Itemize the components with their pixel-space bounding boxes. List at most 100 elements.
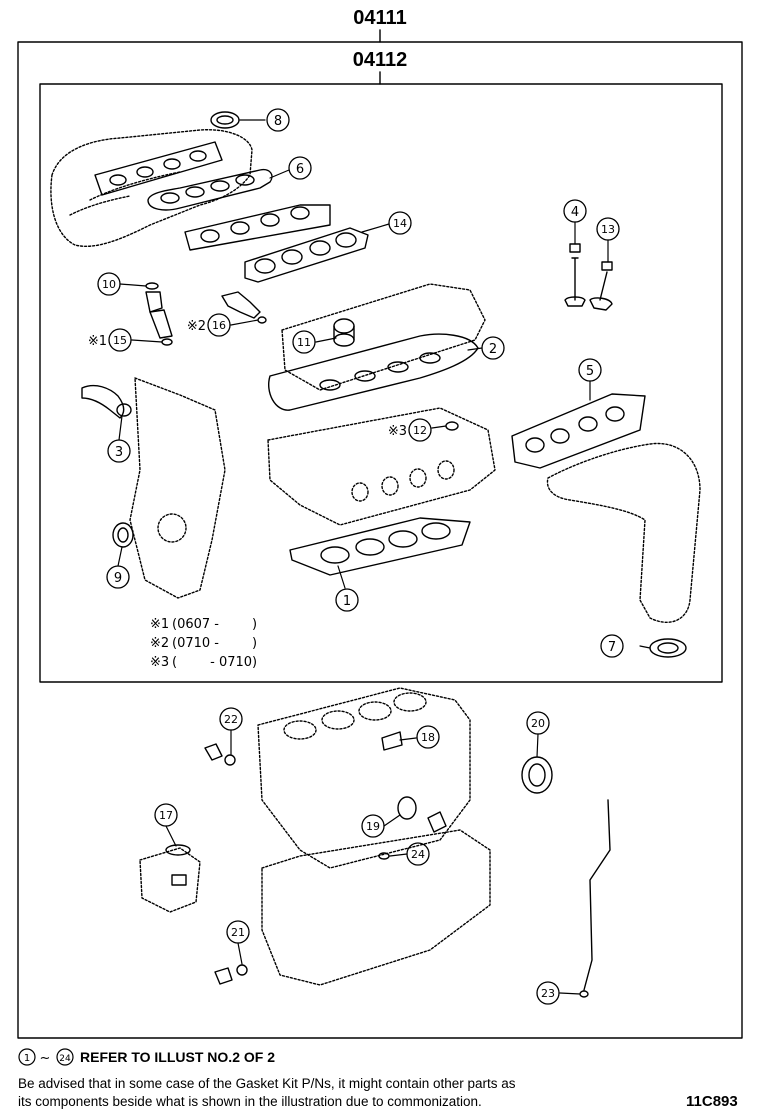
exhaust-valve-drawing [589, 261, 613, 311]
callout-10: 10 [102, 278, 116, 291]
callout-circle-15 [108, 328, 132, 352]
mark-callout-15: ※1 [88, 334, 107, 349]
knock-sensor-drawing [381, 731, 403, 751]
block-plug-22-drawing [204, 743, 236, 766]
callout-1: 1 [343, 594, 351, 609]
legend-text-3: ( - 0710) [172, 655, 257, 670]
callout-21: 21 [231, 926, 245, 939]
oil-level-gauge-drawing [579, 799, 611, 998]
callout-circle-19 [361, 814, 385, 838]
callout-circle-6 [288, 156, 312, 180]
drain-plug-drawing [214, 964, 248, 985]
callout-11: 11 [297, 336, 311, 349]
callout-circle-22 [219, 707, 243, 731]
legend-text-1: (0607 - ) [172, 617, 257, 632]
timing-chain-cover-drawing [129, 377, 226, 599]
intake-lower-flange-drawing [184, 204, 331, 251]
callout-circle-20 [526, 711, 550, 735]
callout-3: 3 [115, 445, 123, 460]
intake-manifold-drawing [50, 129, 253, 247]
callout-8: 8 [274, 114, 282, 129]
cylinder-head-gasket-drawing [289, 517, 471, 576]
callout-6: 6 [296, 162, 304, 177]
mark-callout-16: ※2 [187, 319, 206, 334]
callout-circle-14 [388, 211, 412, 235]
callout-circle-4 [563, 199, 587, 223]
oil-filter-union-drawing [427, 811, 447, 833]
pcv-valve-drawing [221, 291, 267, 324]
callout-7: 7 [608, 640, 616, 655]
callout-circle-24 [406, 842, 430, 866]
callout-16: 16 [212, 319, 226, 332]
surge-tank-gasket-drawing [210, 111, 240, 129]
cylinder-head-plug-drawing [445, 421, 459, 431]
callout-circle-7 [600, 634, 624, 658]
legend-mark-2: ※2 [150, 636, 169, 651]
callout-circle-10 [97, 272, 121, 296]
callout-15: 15 [113, 334, 127, 347]
oil-filler-cap-drawing [333, 318, 355, 347]
callout-circle-11 [292, 330, 316, 354]
callout-14: 14 [393, 217, 407, 230]
intake-manifold-gasket-drawing [147, 168, 273, 211]
illustration-code: 11C893 [686, 1093, 738, 1110]
intake-gasket-14-drawing [244, 227, 369, 283]
footer-range-start: 1 [24, 1053, 30, 1064]
intake-valve-drawing [564, 243, 586, 307]
callout-circle-17 [154, 803, 178, 827]
footer-range-start-circle [18, 1048, 36, 1066]
head-cover-gasket-drawing [268, 333, 479, 411]
legend-mark-1: ※1 [150, 617, 169, 632]
footer-range-end: 24 [59, 1054, 71, 1064]
callout-circle-1 [335, 588, 359, 612]
callout-22: 22 [224, 713, 238, 726]
callout-circle-2 [481, 336, 505, 360]
callout-circle-8 [266, 108, 290, 132]
timing-cover-gasket-drawing [81, 384, 132, 419]
legend-mark-3: ※3 [150, 655, 169, 670]
callout-17: 17 [159, 809, 173, 822]
callout-circle-5 [578, 358, 602, 382]
callout-9: 9 [114, 571, 122, 586]
inner-kit-frame [39, 83, 723, 683]
water-pump-gasket-drawing [165, 844, 191, 886]
callout-19: 19 [366, 820, 380, 833]
footer-range-end-circle [56, 1048, 74, 1066]
callout-circles [97, 108, 624, 1005]
rear-oil-seal-ring-drawing [397, 796, 417, 820]
callout-2: 2 [489, 342, 497, 357]
exhaust-manifold-gasket-drawing [511, 393, 646, 469]
block-plug-24-drawing [378, 852, 390, 860]
callout-leaders [117, 119, 651, 995]
callout-circle-23 [536, 981, 560, 1005]
callout-circle-16 [207, 313, 231, 337]
outer-kit-code: 04111 [353, 7, 406, 29]
callout-circle-12 [408, 418, 432, 442]
footer-refer-text: REFER TO ILLUST NO.2 OF 2 [80, 1049, 275, 1065]
footer-range-sep: ~ [40, 1051, 51, 1066]
legend-text-2: (0710 - ) [172, 636, 257, 651]
rear-crank-oil-seal-drawing [521, 756, 553, 794]
callout-12: 12 [413, 424, 427, 437]
callout-circle-13 [596, 217, 620, 241]
exhaust-manifold-drawing [546, 442, 701, 623]
front-oil-seal-drawing [112, 522, 134, 548]
callout-circle-18 [416, 725, 440, 749]
callout-18: 18 [421, 731, 435, 744]
head-cover-drawing [281, 283, 486, 391]
callout-5: 5 [586, 364, 594, 379]
inner-kit-code: 04112 [353, 49, 408, 71]
callout-24: 24 [411, 848, 425, 861]
footer-advisory-line-2: its components beside what is shown in t… [18, 1094, 482, 1109]
exhaust-pipe-gasket-drawing [649, 638, 687, 658]
intake-upper-flange-drawing [94, 141, 223, 196]
mark-callout-12: ※3 [388, 424, 407, 439]
injector-drawing [145, 282, 173, 346]
cylinder-block-drawing [257, 687, 471, 869]
water-pump-drawing [139, 847, 201, 913]
callout-4: 4 [571, 205, 579, 220]
outer-kit-frame [17, 41, 743, 1039]
callout-23: 23 [541, 987, 555, 1000]
cylinder-head-drawing [267, 407, 496, 526]
